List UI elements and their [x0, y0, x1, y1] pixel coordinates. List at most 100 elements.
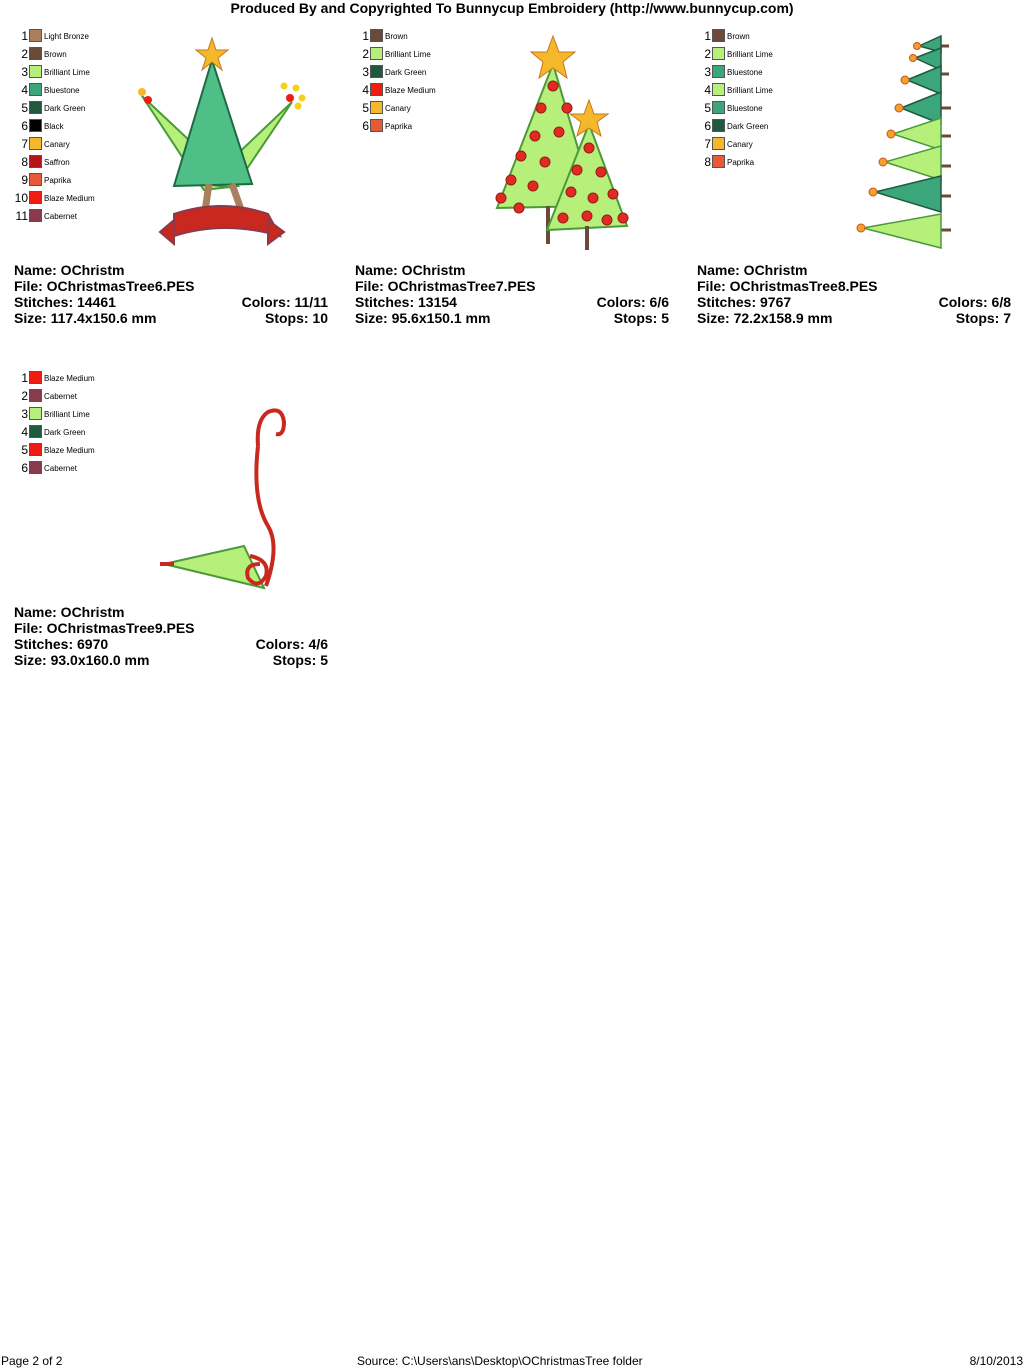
color-swatch	[29, 191, 42, 204]
legend-number: 6	[704, 119, 711, 133]
print-date: 8/10/2013	[969, 1354, 1023, 1368]
legend-number: 2	[21, 389, 28, 403]
thread-name: Paprika	[44, 176, 72, 185]
thread-name: Dark Green	[385, 68, 427, 77]
legend-number: 1	[704, 29, 711, 43]
legend-number: 4	[21, 83, 28, 97]
legend-number: 4	[704, 83, 711, 97]
tree7-embroidery-preview	[495, 34, 629, 250]
legend-row: 4 Bluestone	[14, 82, 134, 100]
legend-row: 3 Bluestone	[697, 64, 817, 82]
thread-name: Cabernet	[44, 392, 77, 401]
legend-number: 10	[14, 191, 28, 205]
design-file: File: OChristmasTree8.PES	[697, 278, 878, 294]
thread-name: Canary	[44, 140, 70, 149]
legend-number: 11	[15, 209, 28, 223]
design-info: Name: OChristm File: OChristmasTree9.PES…	[14, 604, 328, 668]
page-header: Produced By and Copyrighted To Bunnycup …	[230, 0, 794, 16]
legend-number: 3	[21, 65, 28, 79]
legend-number: 2	[704, 47, 711, 61]
color-count: Colors: 11/11	[241, 294, 328, 310]
thread-name: Brilliant Lime	[385, 50, 431, 59]
thread-name: Canary	[385, 104, 411, 113]
legend-number: 1	[21, 29, 28, 43]
design-info: Name: OChristm File: OChristmasTree7.PES…	[355, 262, 669, 326]
legend-row: 9 Paprika	[14, 172, 134, 190]
legend-number: 2	[362, 47, 369, 61]
color-swatch	[712, 119, 725, 132]
legend-row: 10 Blaze Medium	[14, 190, 134, 208]
thread-name: Brilliant Lime	[727, 50, 773, 59]
legend-number: 6	[362, 119, 369, 133]
color-swatch	[712, 83, 725, 96]
design-file: File: OChristmasTree9.PES	[14, 620, 195, 636]
legend-number: 5	[362, 101, 369, 115]
thread-name: Saffron	[44, 158, 70, 167]
legend-number: 8	[704, 155, 711, 169]
thread-name: Brown	[385, 32, 408, 41]
tree6-embroidery-preview	[138, 36, 306, 247]
stitch-count: Stitches: 9767	[697, 294, 792, 310]
color-swatch	[29, 209, 42, 222]
legend-number: 9	[21, 173, 28, 187]
design-name: Name: OChristm	[14, 262, 125, 278]
legend-number: 1	[362, 29, 369, 43]
thread-name: Bluestone	[727, 104, 763, 113]
thread-name: Brilliant Lime	[44, 68, 90, 77]
color-swatch	[29, 389, 42, 402]
design-size: Size: 117.4x150.6 mm	[14, 310, 157, 326]
thread-name: Brown	[727, 32, 750, 41]
color-swatch	[712, 29, 725, 42]
legend-row: 1 Brown	[697, 28, 817, 46]
thread-name: Blaze Medium	[44, 194, 95, 203]
thread-name: Brown	[44, 50, 67, 59]
color-swatch	[712, 155, 725, 168]
color-swatch	[29, 101, 42, 114]
legend-row: 2 Brilliant Lime	[697, 46, 817, 64]
legend-number: 4	[362, 83, 369, 97]
thread-name: Bluestone	[44, 86, 80, 95]
legend-row: 3 Brilliant Lime	[14, 64, 134, 82]
thread-name: Dark Green	[727, 122, 769, 131]
legend-row: 5 Canary	[355, 100, 475, 118]
stitch-count: Stitches: 14461	[14, 294, 116, 310]
thread-name: Bluestone	[727, 68, 763, 77]
color-swatch	[29, 47, 42, 60]
source-path: Source: C:\Users\ans\Desktop\OChristmasT…	[357, 1354, 643, 1368]
thread-name: Blaze Medium	[44, 374, 95, 383]
color-swatch	[29, 425, 42, 438]
page-number: Page 2 of 2	[1, 1354, 63, 1368]
color-swatch	[370, 119, 383, 132]
stop-count: Stops: 10	[264, 310, 328, 326]
legend-number: 4	[21, 425, 28, 439]
color-swatch	[29, 155, 42, 168]
design-file: File: OChristmasTree7.PES	[355, 278, 536, 294]
color-swatch	[712, 47, 725, 60]
design-info: Name: OChristm File: OChristmasTree6.PES…	[14, 262, 328, 326]
design-name: Name: OChristm	[355, 262, 466, 278]
legend-number: 5	[21, 101, 28, 115]
stop-count: Stops: 7	[955, 310, 1011, 326]
legend-number: 2	[21, 47, 28, 61]
color-swatch	[712, 137, 725, 150]
color-swatch	[29, 173, 42, 186]
stitch-count: Stitches: 6970	[14, 636, 109, 652]
design-info: Name: OChristm File: OChristmasTree8.PES…	[697, 262, 1011, 326]
design-size: Size: 95.6x150.1 mm	[355, 310, 491, 326]
color-swatch	[712, 101, 725, 114]
design-size: Size: 93.0x160.0 mm	[14, 652, 150, 668]
legend-number: 3	[704, 65, 711, 79]
color-swatch	[29, 407, 42, 420]
